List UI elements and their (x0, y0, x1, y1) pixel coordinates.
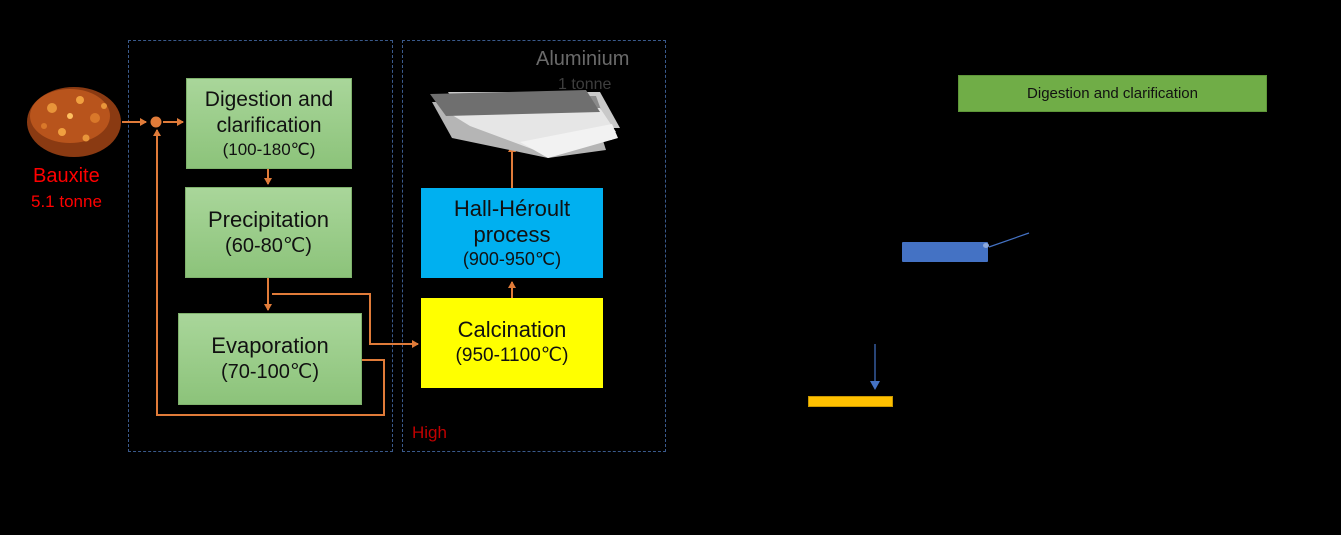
digestion-line1: Digestion and (204, 87, 334, 111)
precipitation-temp: (60-80℃) (225, 234, 312, 257)
digestion-clarification-box: Digestion and clarification (100-180℃) (186, 78, 352, 169)
precipitation-to-calcination-arrow (272, 293, 419, 348)
high-temperature-frame (402, 40, 666, 452)
hall-heroult-box: Hall-Héroult process (900-950℃) (421, 188, 603, 278)
aluminium-sheets-image (430, 90, 620, 158)
high-label: High (412, 423, 447, 442)
calcination-temp: (950-1100℃) (455, 345, 569, 366)
hall-line1: Hall-Héroult (453, 196, 571, 221)
hall-line2: process (473, 222, 551, 247)
aluminium-amount: 1 tonne (558, 76, 612, 93)
bayer-process-frame (128, 40, 393, 452)
mixing-junction (150, 116, 162, 128)
bauxite-amount: 5.1 tonne (31, 192, 102, 211)
blue-connector-line (988, 232, 1030, 248)
precipitation-box: Precipitation (60-80℃) (185, 187, 352, 278)
evaporation-box: Evaporation (70-100℃) (178, 313, 362, 405)
evaporation-title: Evaporation (211, 333, 329, 358)
hall-temp: (900-950℃) (462, 249, 562, 269)
digestion-temp: (100-180℃) (222, 139, 316, 159)
evaporation-temp: (70-100℃) (220, 361, 320, 383)
small-blue-handle (983, 243, 989, 248)
bauxite-rock-image (27, 87, 121, 157)
blue-down-arrowhead (870, 381, 880, 390)
evaporation-recycle-loop (153, 129, 385, 416)
small-orange-shape (808, 396, 893, 407)
precipitation-title: Precipitation (207, 206, 330, 232)
legend-digestion-label: Digestion and clarification (1027, 85, 1198, 102)
calcination-box: Calcination (950-1100℃) (421, 298, 603, 388)
aluminium-label: Aluminium (536, 48, 630, 70)
small-blue-shape (902, 242, 988, 262)
legend-digestion-box: Digestion and clarification (958, 75, 1267, 112)
calcination-title: Calcination (457, 317, 567, 342)
digestion-line2: clarification (216, 113, 322, 137)
bauxite-label: Bauxite (33, 165, 100, 187)
